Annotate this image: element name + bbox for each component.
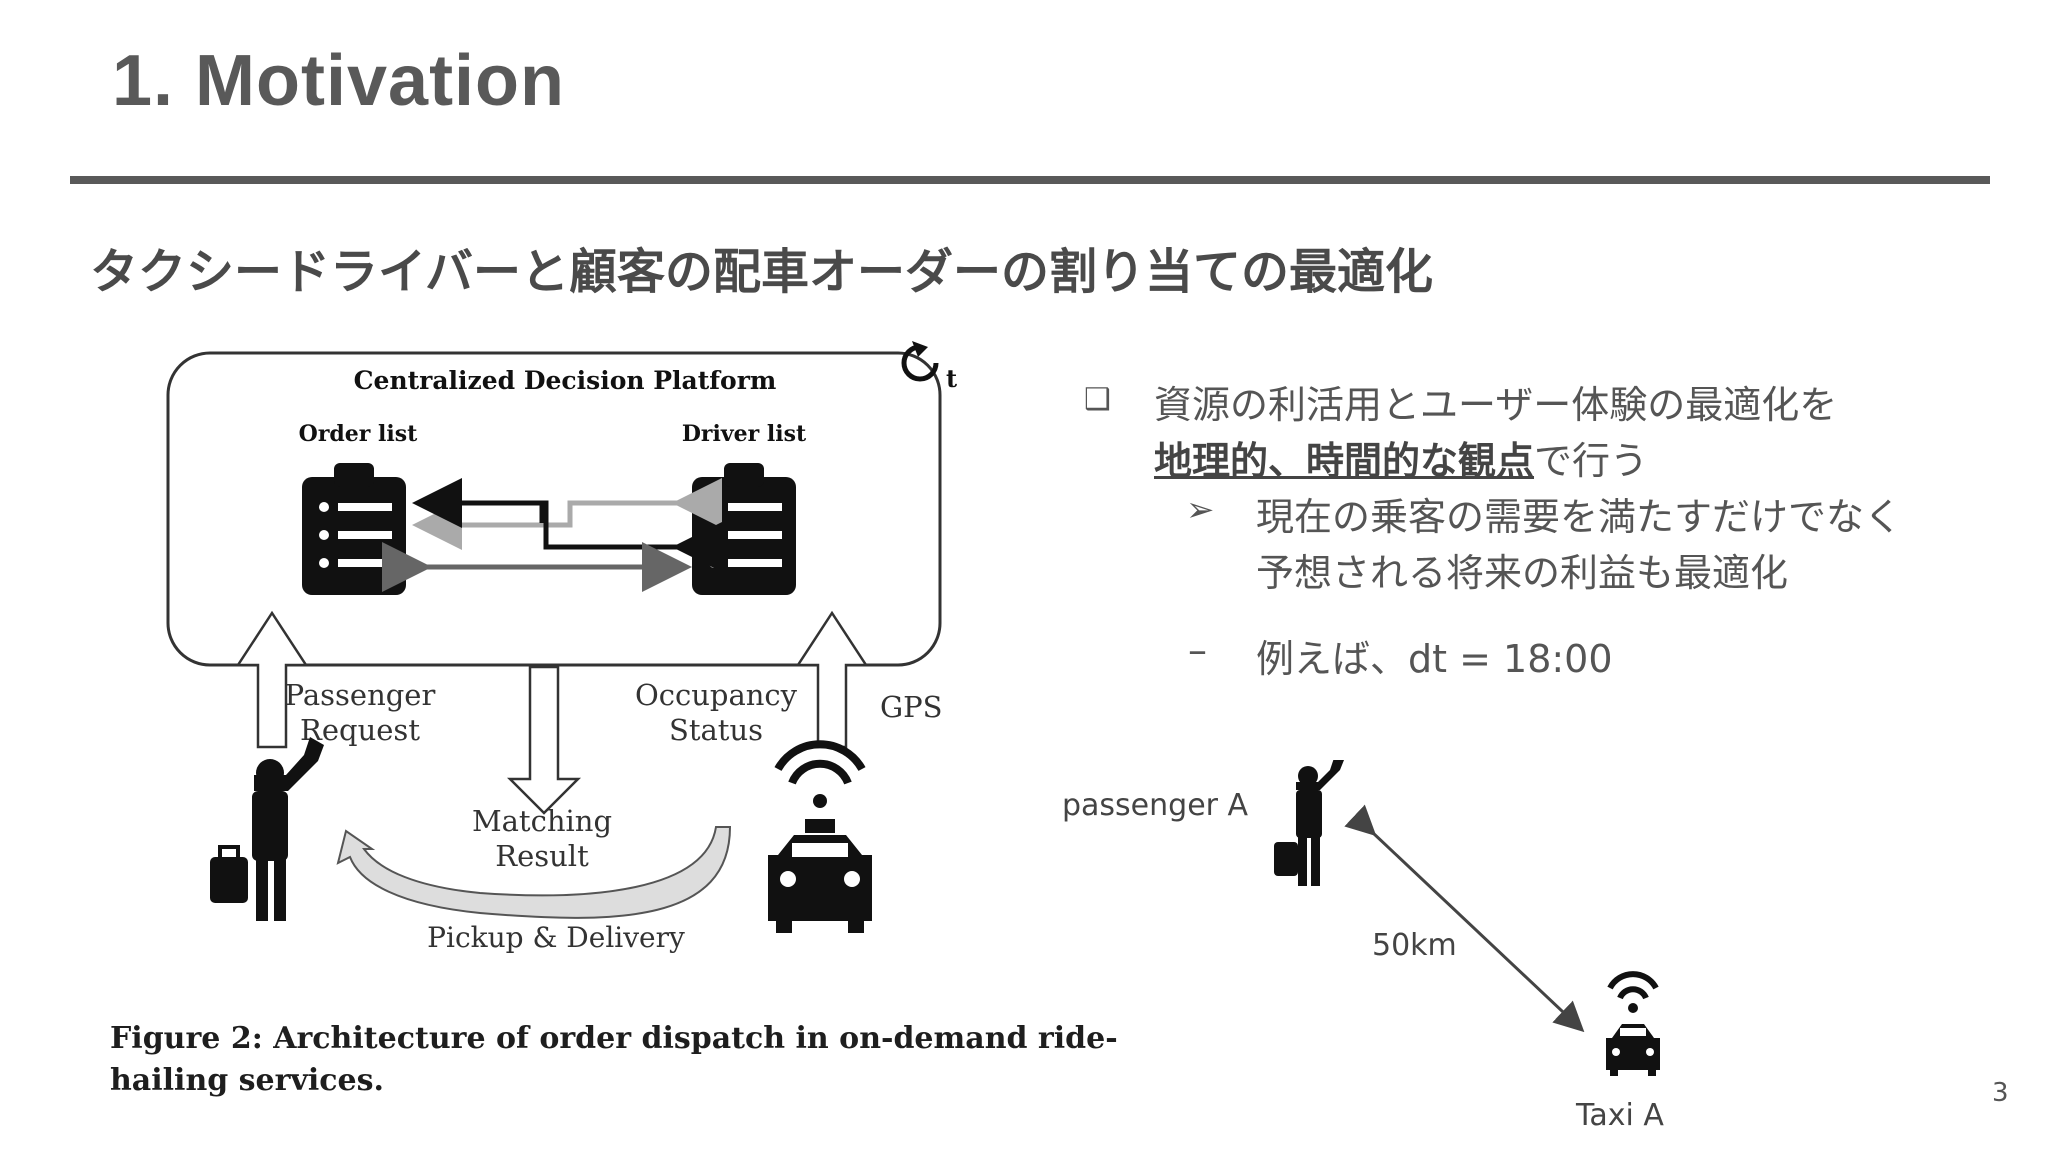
- order-list-label: Order list: [299, 421, 418, 447]
- occupancy-status-label-1: Occupancy: [635, 678, 798, 712]
- bullet-2-line-2: 予想される将来の利益も最適化: [1256, 551, 1789, 595]
- distance-example-diagram: [1274, 760, 1660, 1076]
- time-icon-label: t: [946, 364, 957, 393]
- architecture-diagram: Centralized Decision Platform t Order li…: [166, 341, 957, 954]
- occupancy-status-label-2: Status: [669, 713, 763, 747]
- slide-subtitle: タクシードライバーと顧客の配車オーダーの割り当ての最適化: [90, 244, 1434, 300]
- figure-caption-line-1: Figure 2: Architecture of order dispatch…: [110, 1021, 1118, 1056]
- bullet-1-marker: ❑: [1084, 382, 1111, 417]
- passenger-request-label-2: Request: [300, 713, 420, 747]
- taxi-a-icon: [1606, 971, 1660, 1076]
- pickup-delivery-label: Pickup & Delivery: [427, 921, 685, 954]
- matching-arrows: [382, 478, 722, 592]
- bullet-3-text: 例えば、dt = 18:00: [1256, 637, 1613, 681]
- bullet-1-emphasis: 地理的、時間的な観点: [1154, 439, 1535, 483]
- bullet-2-line-1: 現在の乗客の需要を満たすだけでなく: [1256, 495, 1903, 539]
- slide-title: 1. Motivation: [112, 41, 566, 121]
- figure-caption-line-2: hailing services.: [110, 1063, 384, 1098]
- matching-result-label-1: Matching: [472, 804, 612, 838]
- matching-result-arrow: [506, 665, 582, 815]
- bullet-1-line-2: 地理的、時間的な観点で行う: [1154, 430, 1648, 485]
- bullet-1-line-2-rest: で行う: [1534, 439, 1649, 483]
- matching-result-label-2: Result: [495, 839, 589, 873]
- bullet-1-line-1: 資源の利活用とユーザー体験の最適化を: [1154, 383, 1838, 427]
- time-cycle-icon: [901, 341, 939, 382]
- gps-label: GPS: [880, 690, 943, 724]
- distance-arrow: [1344, 804, 1585, 1033]
- passenger-icon: [210, 737, 324, 921]
- passenger-request-label-1: Passenger: [285, 678, 436, 712]
- platform-label: Centralized Decision Platform: [354, 366, 777, 395]
- platform-box: [166, 351, 942, 667]
- passenger-a-icon: [1274, 760, 1344, 886]
- figure-caption: Figure 2: Architecture of order dispatch…: [110, 1018, 1118, 1102]
- title-divider: [70, 176, 1990, 184]
- passenger-request-arrow: [235, 610, 309, 749]
- taxi-a-label: Taxi A: [1576, 1098, 1664, 1133]
- bullet-3-marker: –: [1188, 628, 1207, 672]
- pickup-delivery-arrow: [336, 826, 732, 919]
- driver-list-label: Driver list: [682, 421, 807, 447]
- bullet-2-marker: ➢: [1186, 490, 1215, 530]
- taxi-icon: [768, 740, 872, 933]
- passenger-a-label: passenger A: [1062, 788, 1249, 823]
- driver-list-clipboard-icon: [692, 463, 796, 595]
- gps-arrow: [795, 610, 869, 749]
- order-list-clipboard-icon: [302, 463, 406, 595]
- page-number: 3: [1992, 1078, 2009, 1108]
